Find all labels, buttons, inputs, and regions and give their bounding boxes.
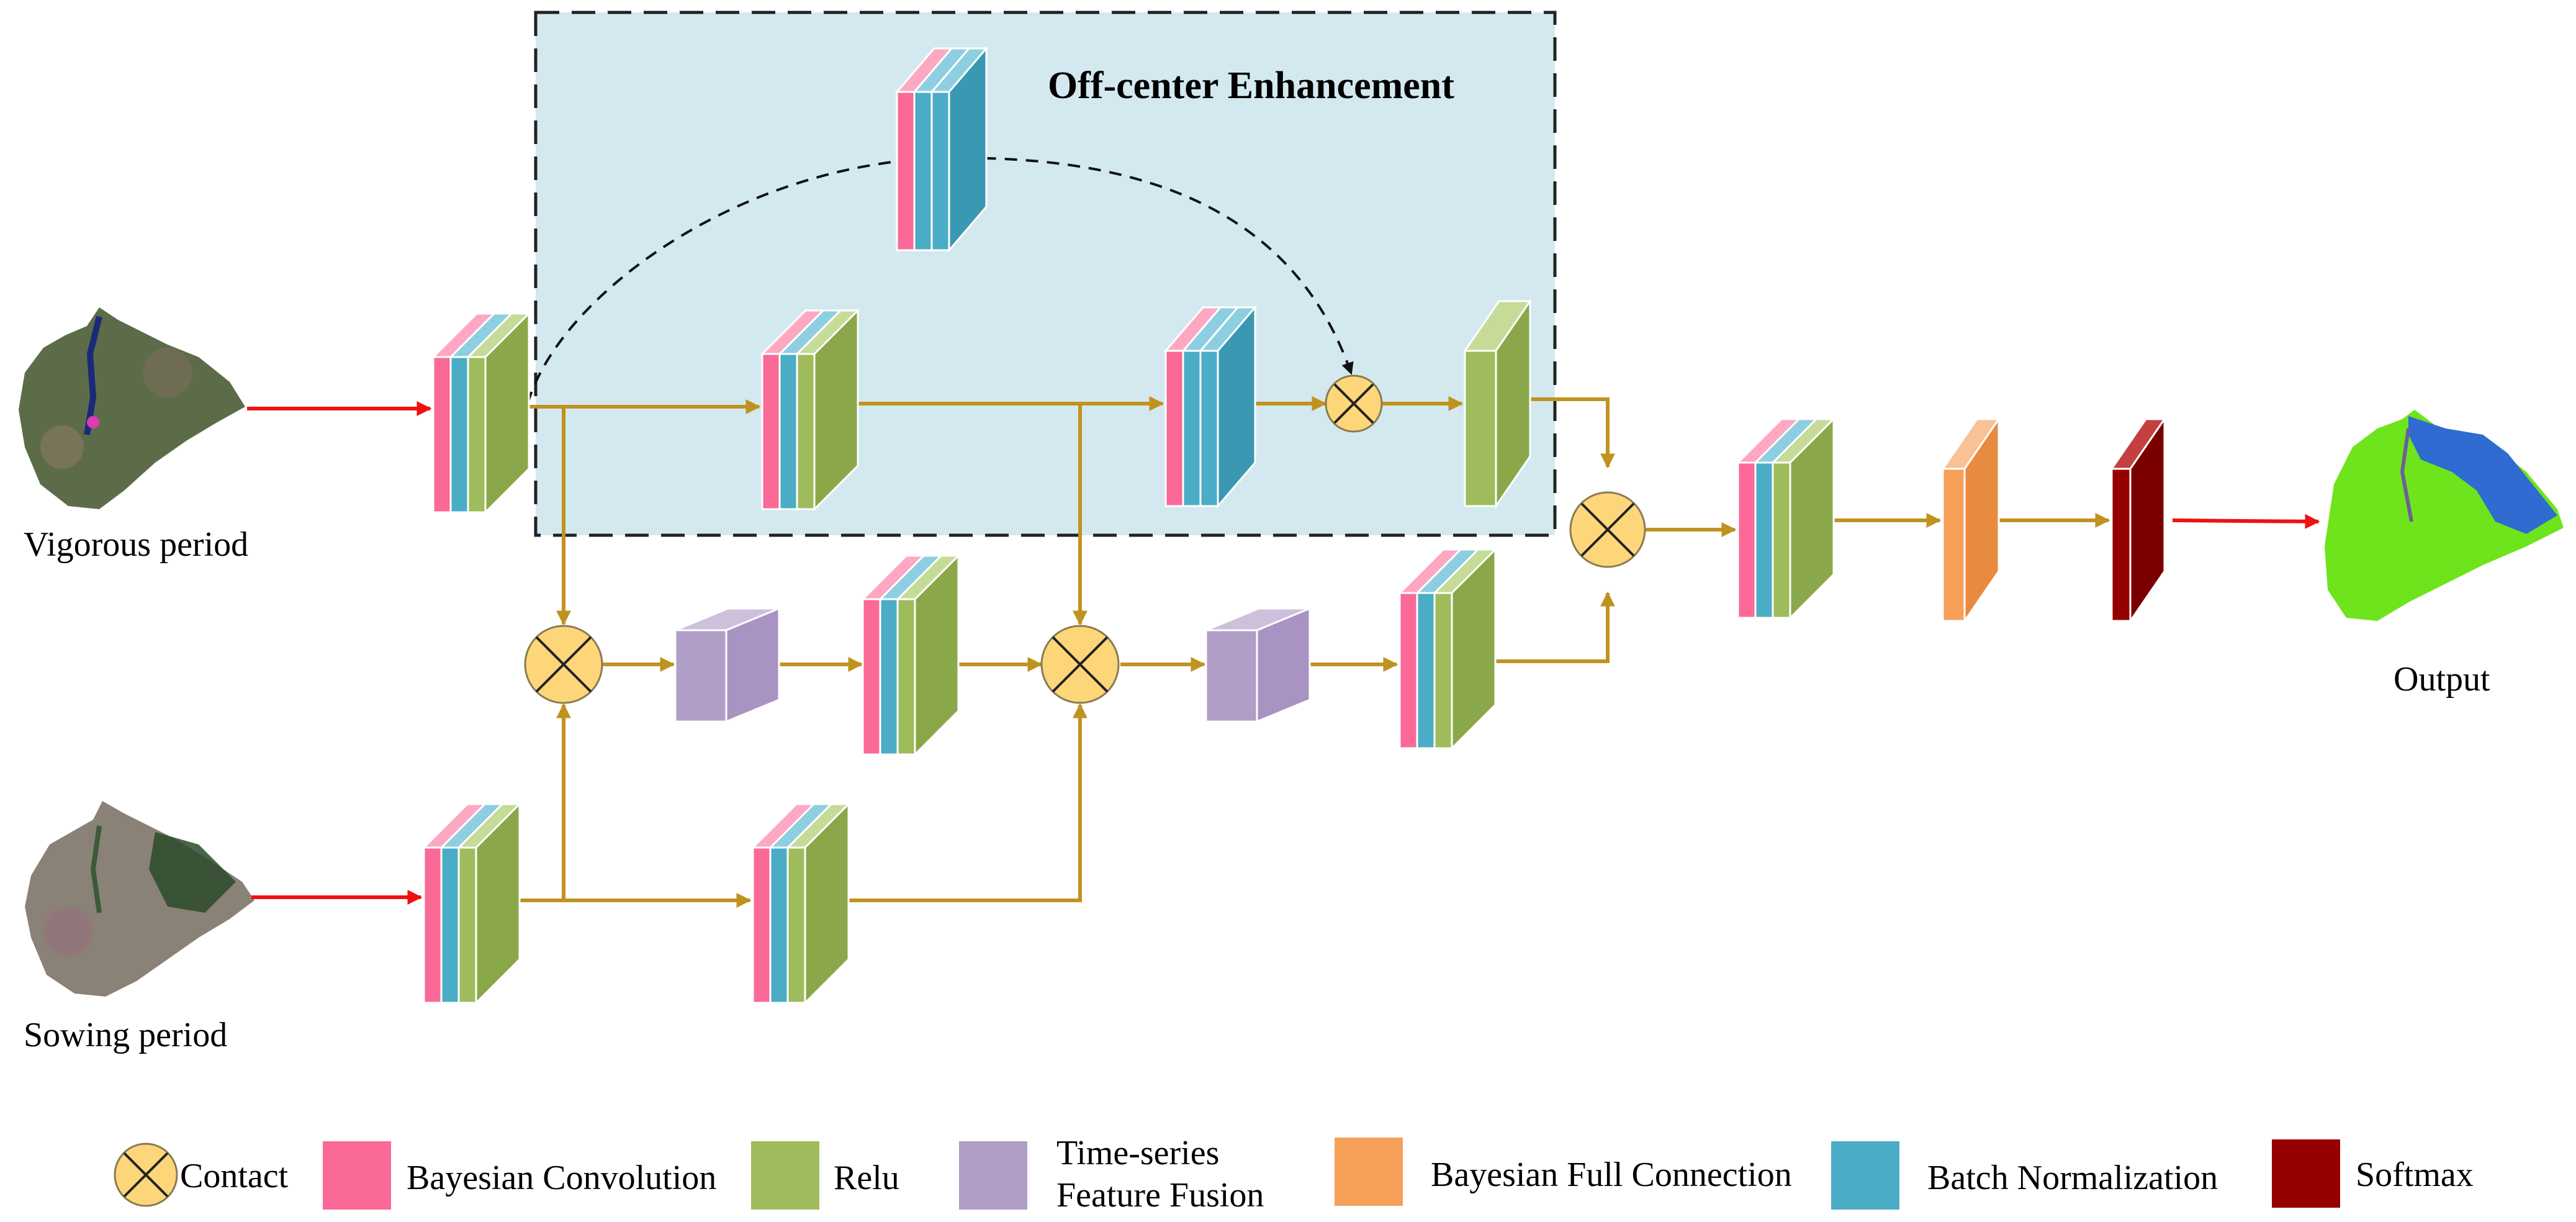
flow-s1-to-fusion2 <box>844 703 1088 902</box>
legend-batch-normalization-swatch <box>1831 1141 1899 1210</box>
vigorous-period-image <box>19 307 245 509</box>
flow-m2-to-merge <box>1488 591 1615 663</box>
skip-connection-dashed <box>526 156 1354 404</box>
relu-block-enhancement <box>1463 298 1532 509</box>
legend-relu-swatch <box>751 1141 819 1210</box>
legend-batch-normalization-label: Batch Normalization <box>1927 1159 2218 1197</box>
legend-time-series-label-2: Feature Fusion <box>1056 1176 1264 1215</box>
conv-block-head <box>1736 417 1836 620</box>
legend-bayesian-convolution-swatch <box>323 1141 391 1210</box>
vigorous-period-label: Vigorous period <box>24 525 248 564</box>
legend-bayesian-full-connection-swatch <box>1335 1138 1403 1206</box>
offcenter-conv-block <box>894 45 989 253</box>
output-label: Output <box>2394 660 2490 699</box>
tsff-cube-1 <box>674 607 780 723</box>
flow-connectors <box>514 396 2110 908</box>
legend-softmax-label: Softmax <box>2356 1156 2474 1194</box>
conv-block-vigorous-2 <box>1163 304 1258 509</box>
legend-relu-label: Relu <box>834 1159 899 1197</box>
flow-relu-to-merge <box>1524 397 1615 469</box>
legend-contact-label: Contact <box>180 1157 289 1195</box>
conv-block-vigorous-0 <box>431 311 531 515</box>
conv-block-fusion-2 <box>1397 547 1498 751</box>
enhancement-title: Off-center Enhancement <box>1048 65 1454 107</box>
conv-block-fusion-1 <box>860 553 961 757</box>
bayesian-full-connection-block <box>1941 416 2001 624</box>
legend-time-series-label-1: Time-series <box>1056 1134 1219 1172</box>
legend-time-series-swatch <box>959 1141 1027 1210</box>
legend-bayesian-full-connection-label: Bayesian Full Connection <box>1431 1156 1792 1194</box>
contact-node-enhancement <box>1325 374 1383 433</box>
sowing-period-label: Sowing period <box>24 1016 227 1054</box>
legend-softmax-swatch <box>2272 1139 2340 1208</box>
output-image <box>2325 410 2564 621</box>
contact-node-merge <box>1569 491 1646 568</box>
conv-block-sowing-1 <box>750 802 851 1005</box>
legend-contact-icon <box>114 1143 178 1207</box>
conv-block-vigorous-1 <box>760 308 860 512</box>
legend-bayesian-convolution-label: Bayesian Convolution <box>407 1159 716 1197</box>
softmax-block <box>2110 416 2166 624</box>
enhancement-region <box>534 11 1557 537</box>
layer-blocks <box>421 45 2166 1005</box>
conv-block-sowing-0 <box>421 802 522 1005</box>
tsff-cube-2 <box>1205 607 1311 723</box>
sowing-period-image <box>25 801 254 997</box>
output-arrow <box>2172 514 2320 529</box>
legend: Contact Bayesian Convolution Relu Time-s… <box>114 1134 2474 1215</box>
contact-node-fusion-1 <box>524 625 603 704</box>
contact-node-fusion-2 <box>1040 625 1120 704</box>
